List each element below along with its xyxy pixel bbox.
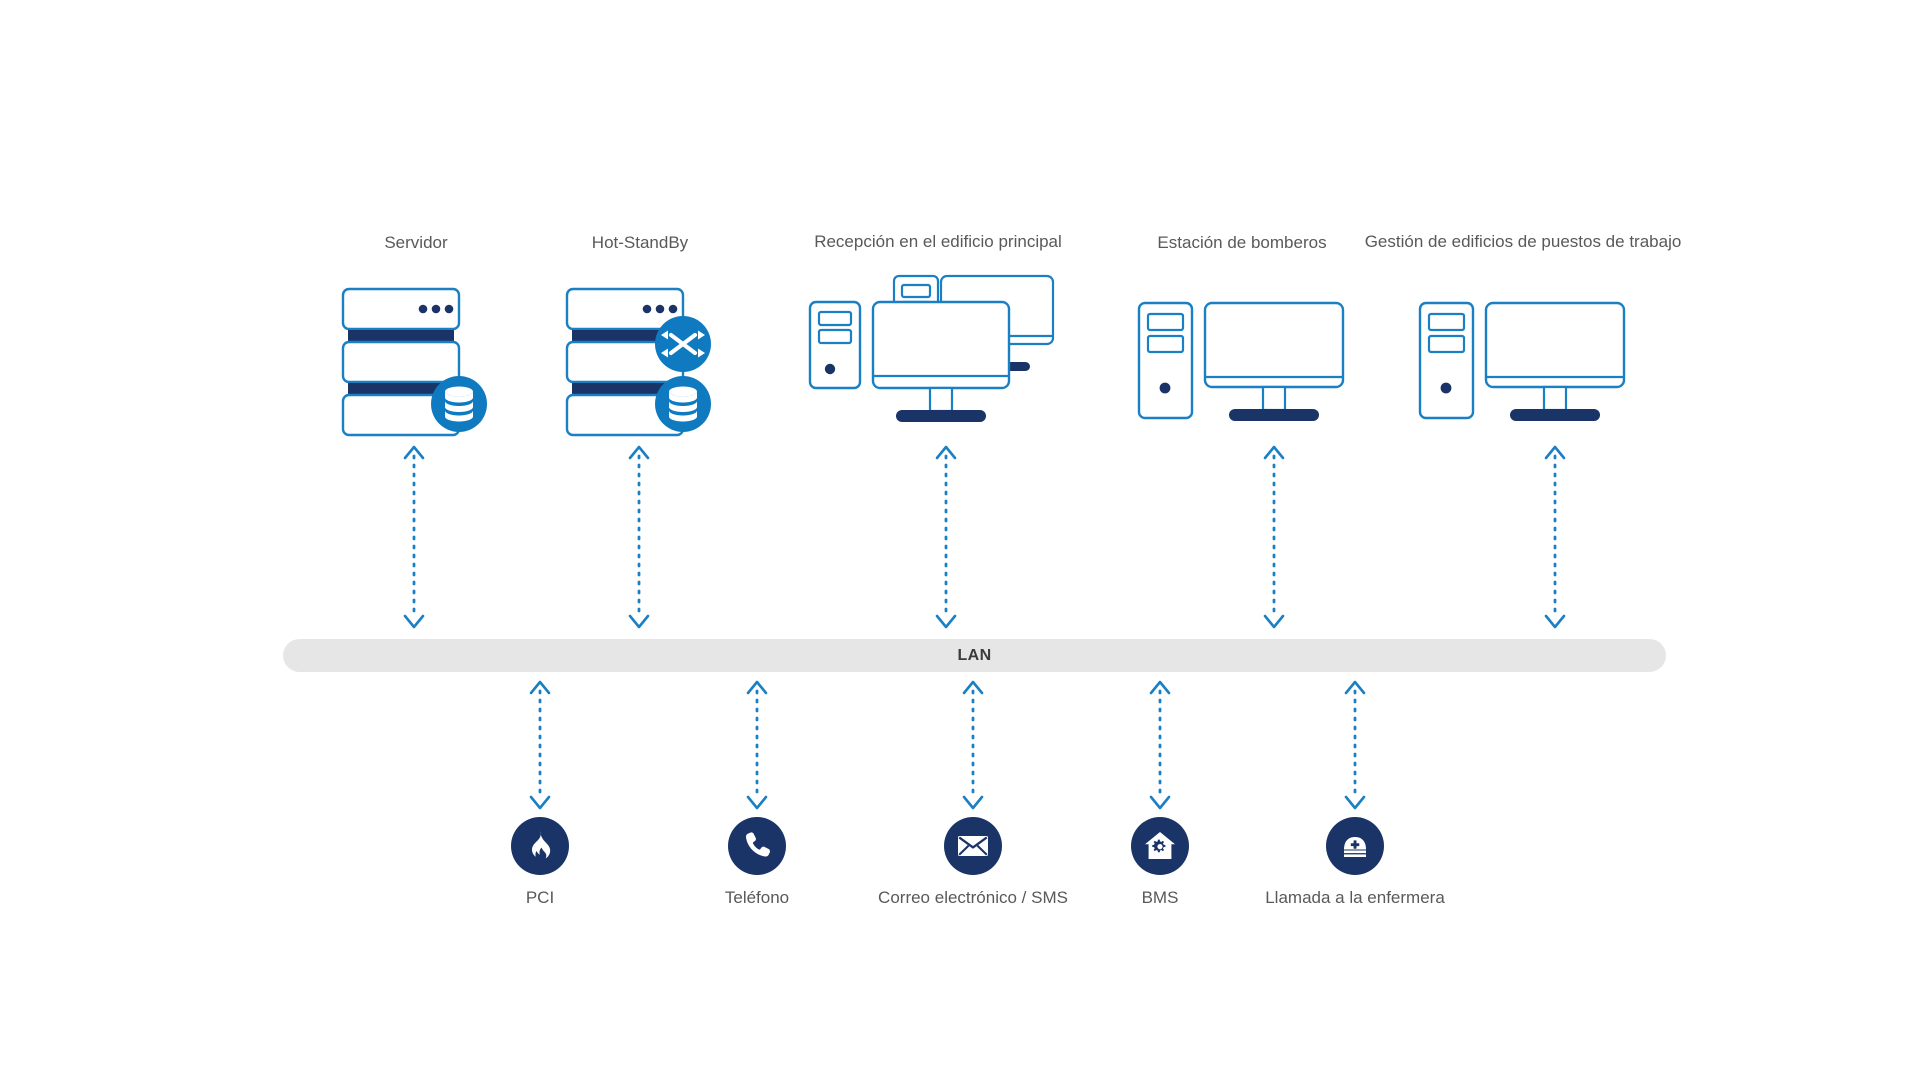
service-icon-pci[interactable]	[511, 817, 569, 875]
nurse-cap-icon	[1344, 837, 1366, 857]
node-graphic-hot-standby[interactable]	[555, 287, 725, 437]
service-label-telefono: Teléfono	[724, 888, 790, 907]
service-label-correo: Correo electrónico / SMS	[878, 888, 1068, 907]
service-icon-bms[interactable]	[1131, 817, 1189, 875]
connector-lan-to-enfermera	[1342, 679, 1368, 811]
workstation-icon	[1418, 301, 1626, 421]
connector-hot-standby-to-lan	[626, 444, 652, 630]
connector-lan-to-pci	[527, 679, 553, 811]
service-label-pci: PCI	[525, 888, 555, 907]
connector-estacion-bomberos-to-lan	[1261, 444, 1287, 630]
service-label-enfermera: Llamada a la enfermera	[1265, 888, 1445, 907]
service-icon-telefono[interactable]	[728, 817, 786, 875]
service-icon-enfermera[interactable]	[1326, 817, 1384, 875]
node-label-servidor: Servidor	[384, 233, 448, 252]
lan-bus: LAN	[283, 639, 1666, 672]
database-icon	[655, 376, 711, 432]
node-graphic-servidor[interactable]	[331, 287, 501, 437]
fire-icon	[531, 831, 551, 859]
node-graphic-estacion-bomberos[interactable]	[1137, 301, 1347, 436]
database-icon	[431, 376, 487, 432]
service-icon-correo[interactable]	[944, 817, 1002, 875]
connector-lan-to-telefono	[744, 679, 770, 811]
connector-gestion-edificios-to-lan	[1542, 444, 1568, 630]
lan-bus-label: LAN	[957, 646, 992, 664]
node-label-estacion-bomberos: Estación de bomberos	[1157, 233, 1327, 252]
node-label-recepcion: Recepción en el edificio principal	[814, 232, 1062, 251]
phone-icon	[745, 832, 770, 857]
node-graphic-recepcion[interactable]	[808, 274, 1068, 434]
node-graphic-gestion-edificios[interactable]	[1418, 301, 1628, 436]
connector-servidor-to-lan	[401, 444, 427, 630]
connector-lan-to-correo	[960, 679, 986, 811]
server-rack-icon	[565, 287, 685, 437]
workstation-icon	[1137, 301, 1345, 421]
node-label-gestion-edificios: Gestión de edificios de puestos de traba…	[1364, 232, 1682, 251]
envelope-icon	[958, 836, 988, 856]
connector-recepcion-to-lan	[933, 444, 959, 630]
service-label-bms: BMS	[1141, 888, 1179, 907]
shuffle-icon	[655, 316, 711, 372]
connector-lan-to-bms	[1147, 679, 1173, 811]
house-gear-icon	[1145, 832, 1175, 859]
node-label-hot-standby: Hot-StandBy	[591, 233, 689, 252]
dual-workstation-icon	[808, 274, 1055, 422]
